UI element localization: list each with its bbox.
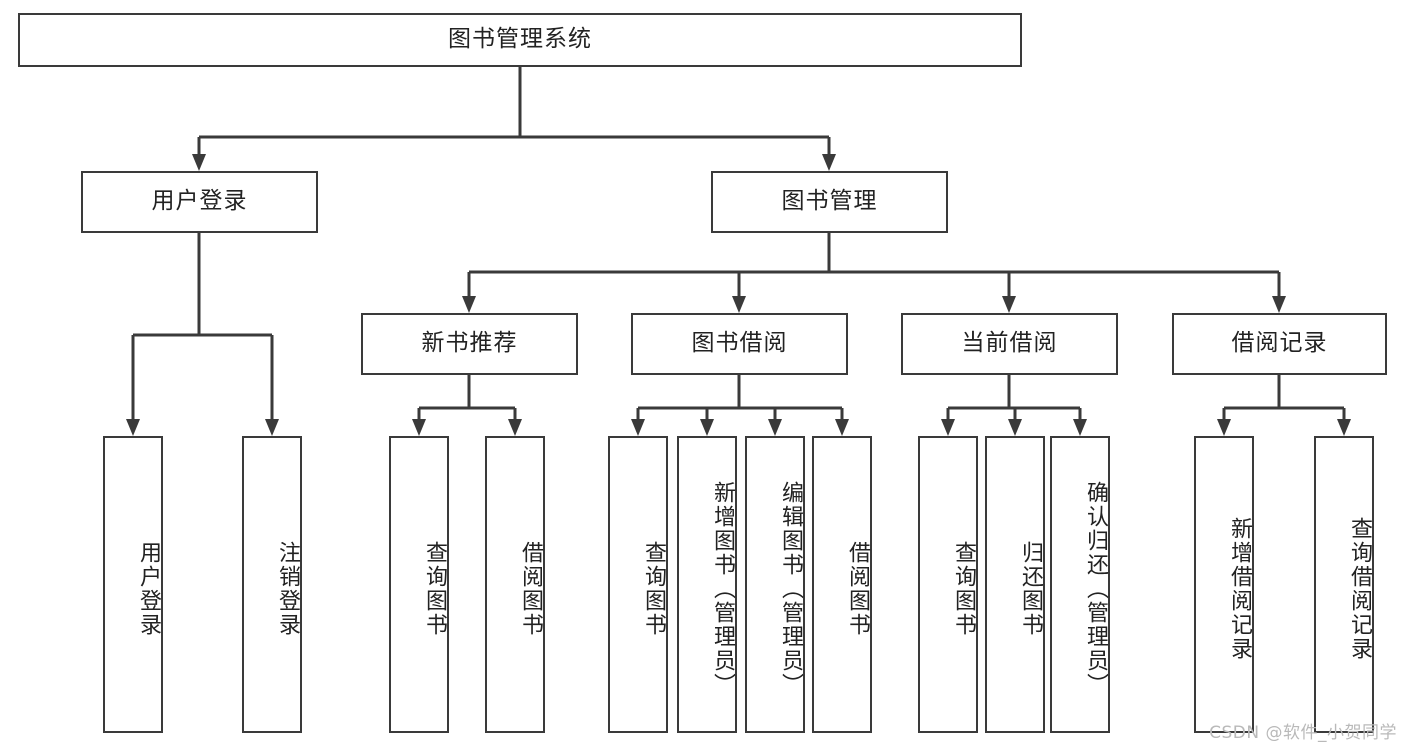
book-manage-to-l3-arrow-2 bbox=[1002, 296, 1016, 313]
book-borrow-to-leaves-arrow-2 bbox=[768, 419, 782, 436]
node-label: 查询图书 bbox=[951, 540, 976, 637]
node-new-book-recommend[interactable]: 新书推荐 bbox=[361, 313, 578, 375]
node-leaf-add-borrow-record[interactable]: 新增借阅记录 bbox=[1194, 436, 1254, 733]
book-manage-to-l3-arrow-3 bbox=[1272, 296, 1286, 313]
user-login-to-leaves-arrow-1 bbox=[265, 419, 279, 436]
node-root[interactable]: 图书管理系统 bbox=[18, 13, 1022, 67]
node-leaf-query-book-3[interactable]: 查询图书 bbox=[918, 436, 978, 733]
node-leaf-return-book[interactable]: 归还图书 bbox=[985, 436, 1045, 733]
node-borrow-record[interactable]: 借阅记录 bbox=[1172, 313, 1387, 375]
book-manage-to-l3-arrow-0 bbox=[462, 296, 476, 313]
node-label: 新增图书（管理员） bbox=[710, 480, 735, 697]
node-label: 查询借阅记录 bbox=[1347, 516, 1372, 661]
node-leaf-query-borrow-record[interactable]: 查询借阅记录 bbox=[1314, 436, 1374, 733]
node-label: 借阅图书 bbox=[518, 540, 543, 637]
node-label: 编辑图书（管理员） bbox=[778, 480, 803, 697]
node-leaf-user-login[interactable]: 用户登录 bbox=[103, 436, 163, 733]
node-leaf-add-book[interactable]: 新增图书（管理员） bbox=[677, 436, 737, 733]
node-current-borrow[interactable]: 当前借阅 bbox=[901, 313, 1118, 375]
book-borrow-to-leaves-arrow-3 bbox=[835, 419, 849, 436]
node-label: 借阅记录 bbox=[1231, 330, 1328, 357]
book-borrow-to-leaves-arrow-0 bbox=[631, 419, 645, 436]
node-label: 查询图书 bbox=[641, 540, 666, 637]
node-label: 新书推荐 bbox=[421, 330, 518, 357]
node-book-borrow[interactable]: 图书借阅 bbox=[631, 313, 848, 375]
node-label: 新增借阅记录 bbox=[1227, 516, 1252, 661]
root-to-l2-arrow-1 bbox=[822, 154, 836, 171]
borrow-record-to-leaves-arrow-0 bbox=[1217, 419, 1231, 436]
node-leaf-borrow-book-2[interactable]: 借阅图书 bbox=[812, 436, 872, 733]
borrow-record-to-leaves-arrow-1 bbox=[1337, 419, 1351, 436]
node-label: 确认归还（管理员） bbox=[1083, 480, 1108, 697]
node-leaf-query-book-2[interactable]: 查询图书 bbox=[608, 436, 668, 733]
root-to-l2-arrow-0 bbox=[192, 154, 206, 171]
node-leaf-borrow-book-1[interactable]: 借阅图书 bbox=[485, 436, 545, 733]
node-label: 查询图书 bbox=[422, 540, 447, 637]
node-label: 归还图书 bbox=[1018, 540, 1043, 637]
node-label: 当前借阅 bbox=[961, 330, 1058, 357]
node-label: 图书管理系统 bbox=[448, 26, 592, 53]
current-borrow-to-leaves-arrow-2 bbox=[1073, 419, 1087, 436]
node-label: 图书借阅 bbox=[691, 330, 788, 357]
current-borrow-to-leaves-arrow-0 bbox=[941, 419, 955, 436]
node-book-manage[interactable]: 图书管理 bbox=[711, 171, 948, 233]
node-label: 图书管理 bbox=[781, 188, 878, 215]
book-borrow-to-leaves-arrow-1 bbox=[700, 419, 714, 436]
node-label: 借阅图书 bbox=[845, 540, 870, 637]
node-leaf-confirm-return[interactable]: 确认归还（管理员） bbox=[1050, 436, 1110, 733]
node-leaf-edit-book[interactable]: 编辑图书（管理员） bbox=[745, 436, 805, 733]
node-leaf-query-book-1[interactable]: 查询图书 bbox=[389, 436, 449, 733]
user-login-to-leaves-arrow-0 bbox=[126, 419, 140, 436]
current-borrow-to-leaves-arrow-1 bbox=[1008, 419, 1022, 436]
new-book-to-leaves-arrow-0 bbox=[412, 419, 426, 436]
node-label: 用户登录 bbox=[136, 540, 161, 637]
node-label: 注销登录 bbox=[275, 540, 300, 637]
node-user-login[interactable]: 用户登录 bbox=[81, 171, 318, 233]
book-manage-to-l3-arrow-1 bbox=[732, 296, 746, 313]
new-book-to-leaves-arrow-1 bbox=[508, 419, 522, 436]
node-leaf-logout[interactable]: 注销登录 bbox=[242, 436, 302, 733]
node-label: 用户登录 bbox=[151, 188, 248, 215]
